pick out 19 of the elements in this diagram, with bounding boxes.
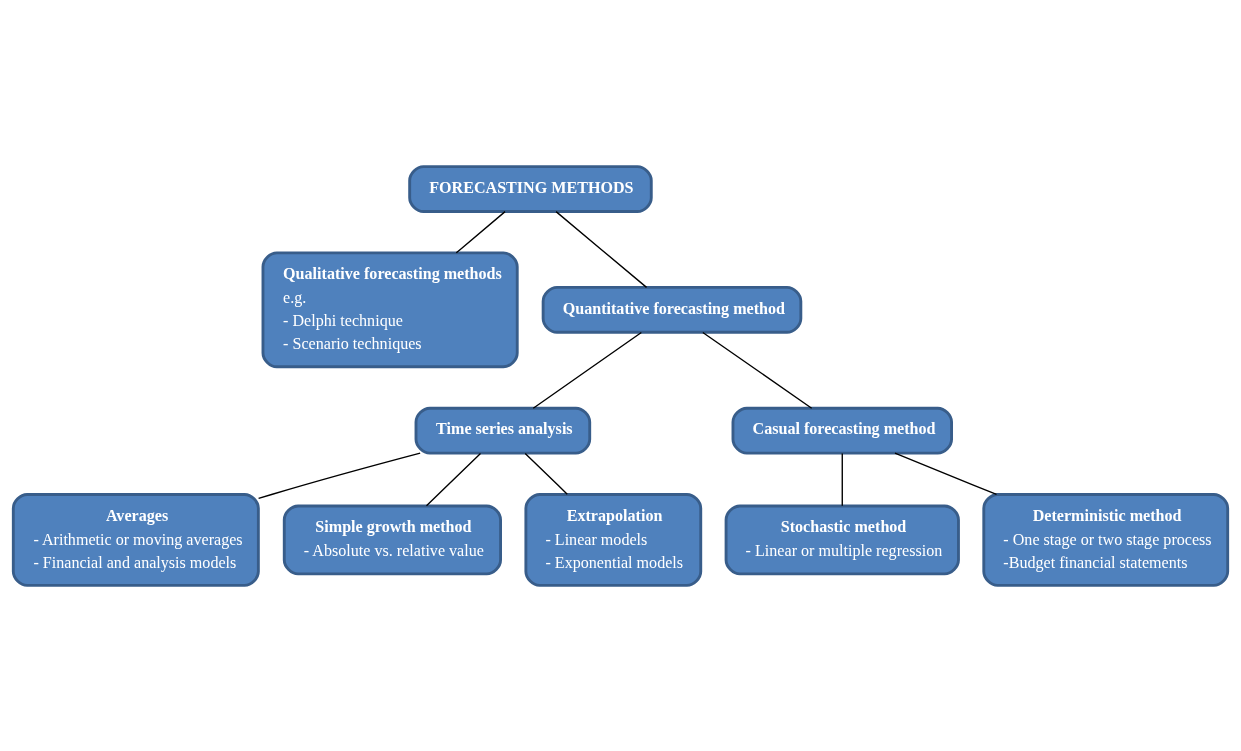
node-box: Qualitative forecasting methods e.g. - Delphi technique - Scenario techniques xyxy=(261,250,519,368)
node-box: Deterministic method - One stage or two stage process -Budget financial statements xyxy=(982,492,1230,587)
node-box: FORECASTING METHODS xyxy=(408,164,653,213)
connector xyxy=(257,451,421,499)
node-box: Simple growth method - Absolute vs. relative value xyxy=(282,504,502,575)
node-box: Time series analysis xyxy=(414,406,592,455)
node-box: Casual forecasting method xyxy=(731,406,953,455)
connector xyxy=(702,331,813,409)
connector xyxy=(425,452,482,506)
connector xyxy=(524,452,568,495)
connector xyxy=(841,452,843,506)
connector xyxy=(555,210,648,288)
node-box: Extrapolation - Linear models - Exponential models xyxy=(524,492,703,587)
node-box: Quantitative forecasting method xyxy=(541,285,803,334)
node-box: Averages - Arithmetic or moving averages - Financial and analysis models xyxy=(11,492,260,587)
node-box: Stochastic method - Linear or multiple regression xyxy=(724,504,960,575)
connector xyxy=(532,331,643,409)
connector xyxy=(455,210,506,253)
connector xyxy=(894,452,998,495)
